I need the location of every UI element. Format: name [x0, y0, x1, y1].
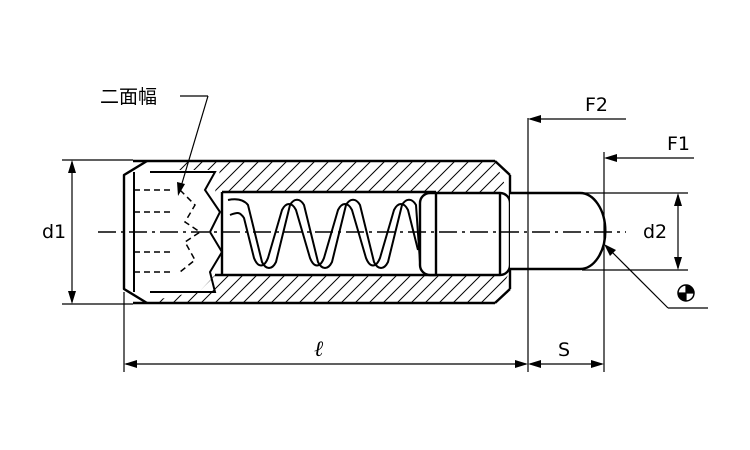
f2-label: F2: [585, 94, 608, 116]
flats-leader: [177, 95, 209, 196]
datum-leader: [604, 244, 708, 309]
stroke-label: S: [558, 339, 570, 361]
dimension-length: [123, 118, 529, 372]
dimension-d1: [62, 159, 133, 305]
plunger-pin: [418, 191, 607, 277]
compression-spring: [227, 198, 421, 269]
dimension-d2: [582, 192, 688, 271]
datum-symbol-icon: [677, 284, 695, 302]
d1-label: d1: [42, 221, 66, 243]
length-label: ℓ: [314, 337, 324, 362]
flats-label: 二面幅: [100, 86, 157, 108]
force-f2-arrow: [528, 115, 626, 123]
inner-bore: [215, 190, 436, 277]
d2-label: d2: [643, 221, 667, 243]
f1-label: F1: [667, 133, 690, 155]
force-f1-arrow: [604, 154, 694, 162]
dimension-stroke: [528, 152, 605, 372]
